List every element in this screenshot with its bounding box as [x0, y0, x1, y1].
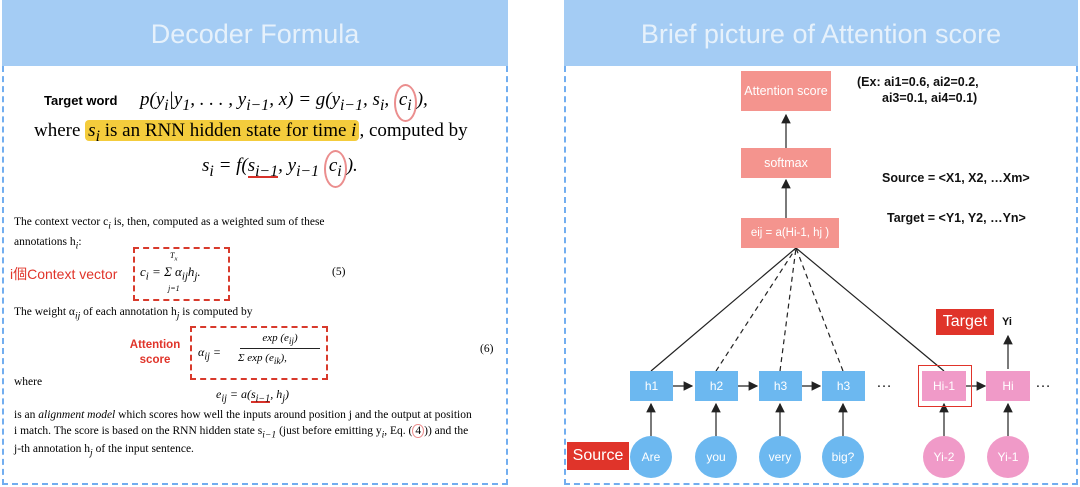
target-tag: Target [936, 309, 994, 335]
input-word-are: Are [630, 436, 672, 478]
decoder-input-yi-2: Yi-2 [923, 436, 965, 478]
hidden-state-definition: where si is an RNN hidden state for time… [34, 120, 468, 145]
yi-label: Yi [1002, 316, 1012, 328]
weight-paragraph: The weight αij of each annotation hj is … [14, 306, 253, 322]
decoder-prev-highlight [918, 365, 972, 407]
attention-score-denominator: Σ exp (eik), [238, 352, 287, 367]
decoder-input-yi-1: Yi-1 [987, 436, 1029, 478]
context-vector-paragraph: The context vector ci is, then, computed… [14, 216, 325, 252]
attention-score-panel: Brief picture of Attention score [564, 0, 1078, 487]
context-vector-box [133, 247, 230, 301]
decoder-ellipsis: … [1035, 374, 1051, 391]
hidden-state-h2: h2 [695, 371, 738, 401]
attention-score-box-node: Attention score [741, 71, 831, 111]
decoder-state-hi: Hi [986, 371, 1030, 401]
decoder-formula-panel: Decoder Formula Target word p(yi|y1, . .… [2, 0, 508, 487]
target-word-label: Target word [44, 93, 118, 108]
where-label: where [14, 376, 43, 388]
input-word-you: you [695, 436, 737, 478]
hidden-state-equation: si = f(si−1, yi−1 ci). [202, 150, 358, 188]
context-sum-lower: j=1 [168, 284, 180, 293]
attention-fraction-bar [240, 348, 320, 349]
source-definition: Source = <X1, X2, …Xm> [882, 171, 1030, 185]
line-h1 [650, 247, 797, 372]
equation-number-5: (5) [332, 266, 346, 278]
line-h3b [795, 247, 844, 372]
line-h3a [779, 247, 797, 372]
attention-score-numerator: exp (eij) [262, 332, 298, 347]
equation-number-6: (6) [480, 343, 494, 355]
eij-box: eij = a(Hi-1, hj ) [741, 218, 839, 248]
context-sum-upper: Tx [170, 251, 178, 263]
attention-score-frame [564, 66, 1078, 485]
hidden-state-h1: h1 [630, 371, 673, 401]
source-tag: Source [567, 442, 629, 470]
ci-highlight-circle: ci [393, 84, 417, 122]
softmax-box: softmax [741, 148, 831, 178]
attention-score-title: Brief picture of Attention score [564, 0, 1078, 66]
decoder-formula-frame [2, 66, 508, 485]
context-vector-label: i個Context vector [10, 266, 118, 282]
alignment-equation: eij = a(si−1, hj) [216, 387, 289, 405]
attention-score-box [190, 326, 328, 380]
attention-score-label: Attention score [129, 339, 181, 366]
input-word-big: big? [822, 436, 864, 478]
attention-score-lhs: αij = [198, 345, 221, 363]
decoder-state-hi-1: Hi-1 [922, 371, 966, 401]
input-word-very: very [759, 436, 801, 478]
line-h2 [715, 247, 797, 372]
ci-highlight-circle-2: ci [323, 150, 347, 188]
eq4-reference[interactable]: 4 [412, 423, 425, 438]
context-vector-equation: ci = Σ αijhj. [140, 264, 201, 283]
attention-connectors [646, 113, 1013, 436]
decoder-formula-title: Decoder Formula [2, 0, 508, 66]
target-definition: Target = <Y1, Y2, …Yn> [887, 211, 1026, 225]
example-note-line1: (Ex: ai1=0.6, ai2=0.2, [857, 75, 979, 89]
alignment-paragraph: is an alignment model which scores how w… [14, 409, 472, 459]
example-note-line2: ai3=0.1, ai4=0.1) [882, 91, 978, 105]
line-hi-1 [795, 247, 945, 372]
hidden-state-highlight: si is an RNN hidden state for time i [85, 120, 360, 145]
target-word-equation: p(yi|y1, . . . , yi−1, x) = g(yi−1, si, … [140, 84, 428, 122]
hidden-state-h3-second: h3 [822, 371, 865, 401]
hidden-state-h3: h3 [759, 371, 802, 401]
encoder-ellipsis: … [876, 374, 892, 391]
